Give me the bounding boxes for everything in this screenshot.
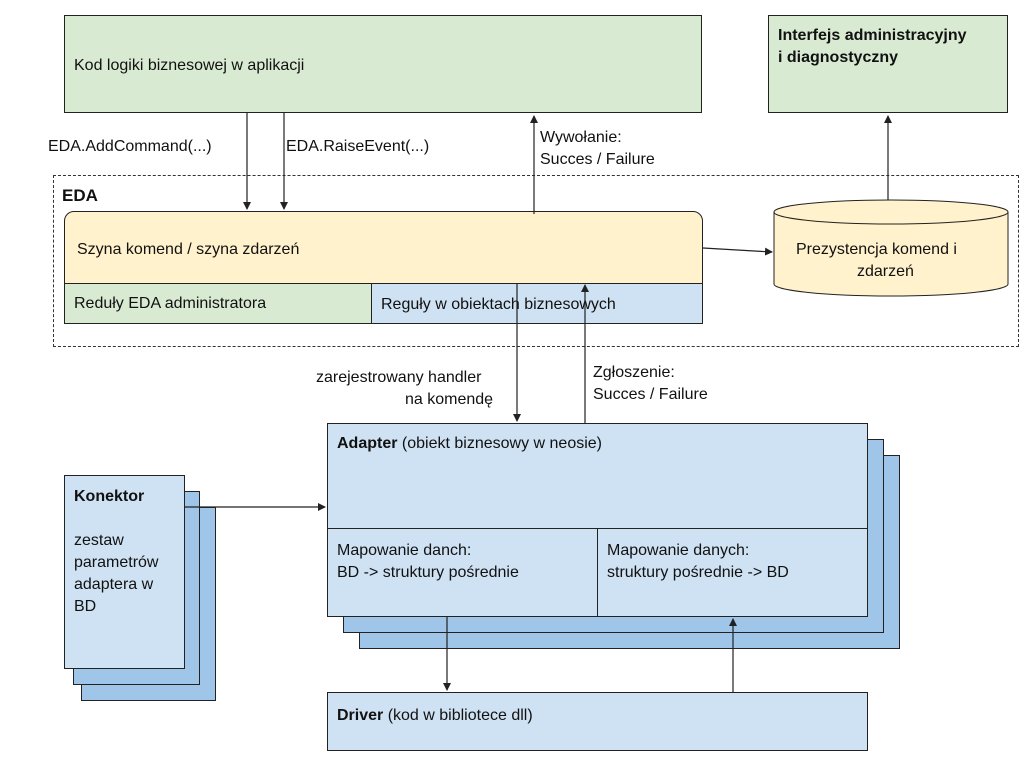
registered-handler-label-1: zarejestrowany handler (316, 369, 482, 386)
adapter-heading: Adapter (obiekt biznesowy w neosie) (337, 433, 602, 455)
persistence-line2: zdarzeń (857, 263, 914, 280)
driver-box (327, 692, 868, 751)
admin-interface-box (768, 15, 1008, 113)
admin-interface-line1: Interfejs administracyjny (778, 27, 967, 44)
driver-title: Driver (337, 707, 384, 724)
report-label-2: Succes / Failure (593, 386, 708, 403)
admin-rules-label: Reduły EDA administratora (74, 295, 267, 312)
map-left-line2: BD -> struktury pośrednie (337, 564, 519, 581)
connector-box (64, 475, 185, 669)
adapter-subtitle: (obiekt biznesowy w neosie) (401, 435, 602, 452)
registered-handler-label-2: na komendę (405, 391, 494, 408)
business-logic-box (64, 15, 702, 113)
driver-subtitle: (kod w bibliotece dll) (387, 707, 533, 724)
persistence-cylinder (773, 199, 1009, 297)
eda-group (53, 175, 1019, 347)
map-left-line1: Mapowanie danch: (337, 542, 472, 559)
connector-desc-3: adaptera w (74, 576, 154, 593)
admin-interface-line2: i diagnostyczny (778, 49, 899, 66)
map-right-line2: struktury pośrednie -> BD (607, 564, 789, 581)
persistence-line1: Prezystencja komend i (796, 241, 957, 258)
eda-title: EDA (62, 186, 98, 205)
add-command-label: EDA.AddCommand(...) (48, 138, 212, 155)
report-label-1: Zgłoszenie: (593, 364, 675, 381)
business-rules-box (371, 283, 703, 324)
bus-label: Szyna komend / szyna zdarzeń (77, 241, 300, 258)
admin-rules-box (64, 283, 372, 324)
connector-desc-4: BD (74, 598, 97, 615)
map-right-line1: Mapowanie danych: (607, 542, 750, 559)
connector-title: Konektor (74, 488, 145, 505)
connector-desc-2: parametrów (74, 554, 159, 571)
call-result-label-1: Wywołanie: (540, 129, 622, 146)
adapter-title: Adapter (337, 435, 398, 452)
connector-desc-1: zestaw (74, 532, 124, 549)
call-result-label-2: Succes / Failure (540, 151, 655, 168)
business-rules-label: Reguły w obiektach biznesowych (381, 296, 616, 313)
driver-heading: Driver (kod w bibliotece dll) (337, 705, 533, 727)
raise-event-label: EDA.RaiseEvent(...) (286, 138, 430, 155)
adapter-divider-v (597, 528, 598, 617)
business-logic-label: Kod logiki biznesowej w aplikacji (74, 57, 305, 74)
